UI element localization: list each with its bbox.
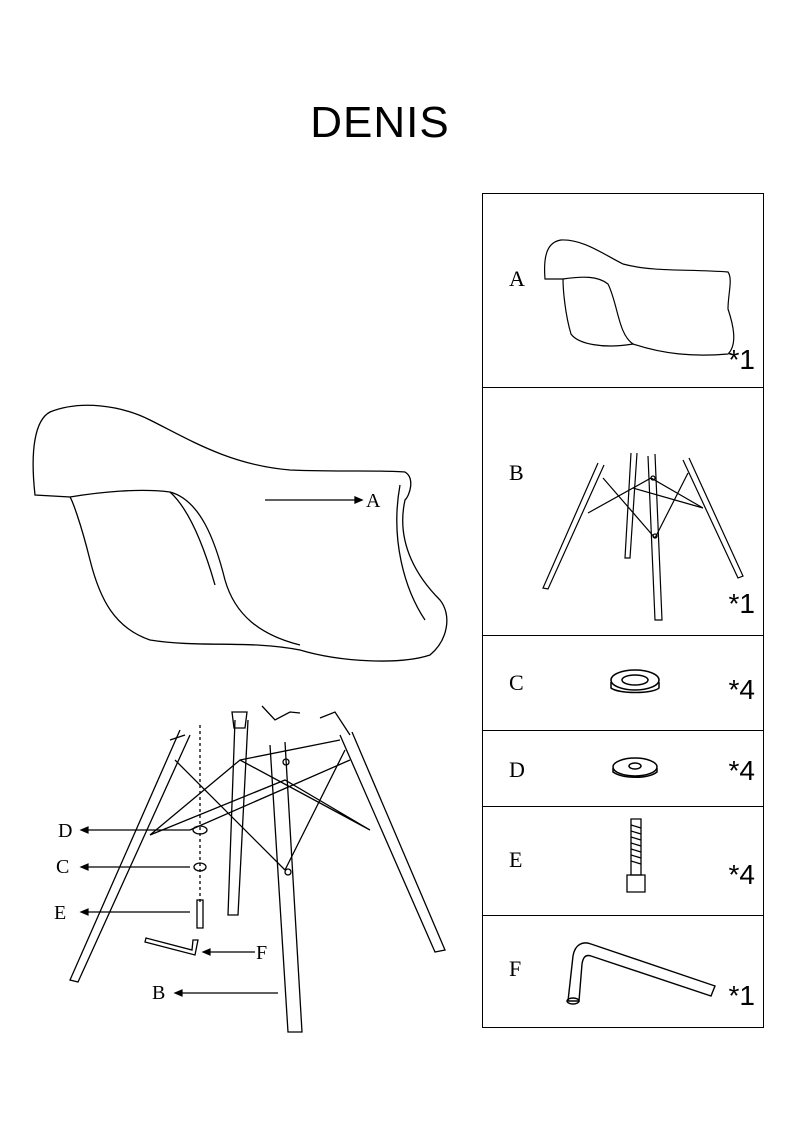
flat-washer-icon bbox=[612, 757, 658, 778]
part-label: B bbox=[509, 460, 524, 485]
parts-list: A *1 B *1 C *4 D *4 E *4 bbox=[482, 193, 764, 1028]
page-title: DENIS bbox=[310, 98, 450, 147]
part-label: A bbox=[509, 266, 525, 291]
callout-b: B bbox=[152, 982, 166, 1004]
part-quantity: *1 bbox=[728, 588, 755, 619]
part-row-e: E *4 bbox=[483, 807, 763, 916]
callout-e: E bbox=[54, 902, 67, 924]
part-label: D bbox=[509, 757, 525, 782]
part-label: E bbox=[509, 847, 523, 872]
part-row-c: C *4 bbox=[483, 636, 763, 731]
part-label: F bbox=[509, 956, 522, 981]
part-quantity: *4 bbox=[728, 755, 755, 786]
chair-shell-icon bbox=[543, 239, 735, 356]
part-quantity: *1 bbox=[728, 344, 755, 375]
part-quantity: *1 bbox=[728, 980, 755, 1011]
part-row-d: D *4 bbox=[483, 731, 763, 807]
part-row-a: A *1 bbox=[483, 194, 763, 388]
allen-key-icon bbox=[566, 942, 716, 1005]
part-label: C bbox=[509, 670, 524, 695]
callout-f: F bbox=[256, 942, 268, 964]
chair-base-drawing bbox=[69, 705, 446, 1033]
part-row-b: B *1 bbox=[483, 388, 763, 636]
chair-shell-drawing bbox=[32, 404, 448, 662]
part-row-f: F *1 bbox=[483, 916, 763, 1029]
callout-c: C bbox=[56, 856, 70, 878]
bolt-icon bbox=[626, 818, 646, 893]
callout-a: A bbox=[366, 490, 381, 512]
part-quantity: *4 bbox=[728, 674, 755, 705]
spring-washer-icon bbox=[610, 669, 660, 694]
part-quantity: *4 bbox=[728, 859, 755, 890]
chair-base-icon bbox=[542, 452, 744, 621]
callout-d: D bbox=[58, 820, 73, 842]
